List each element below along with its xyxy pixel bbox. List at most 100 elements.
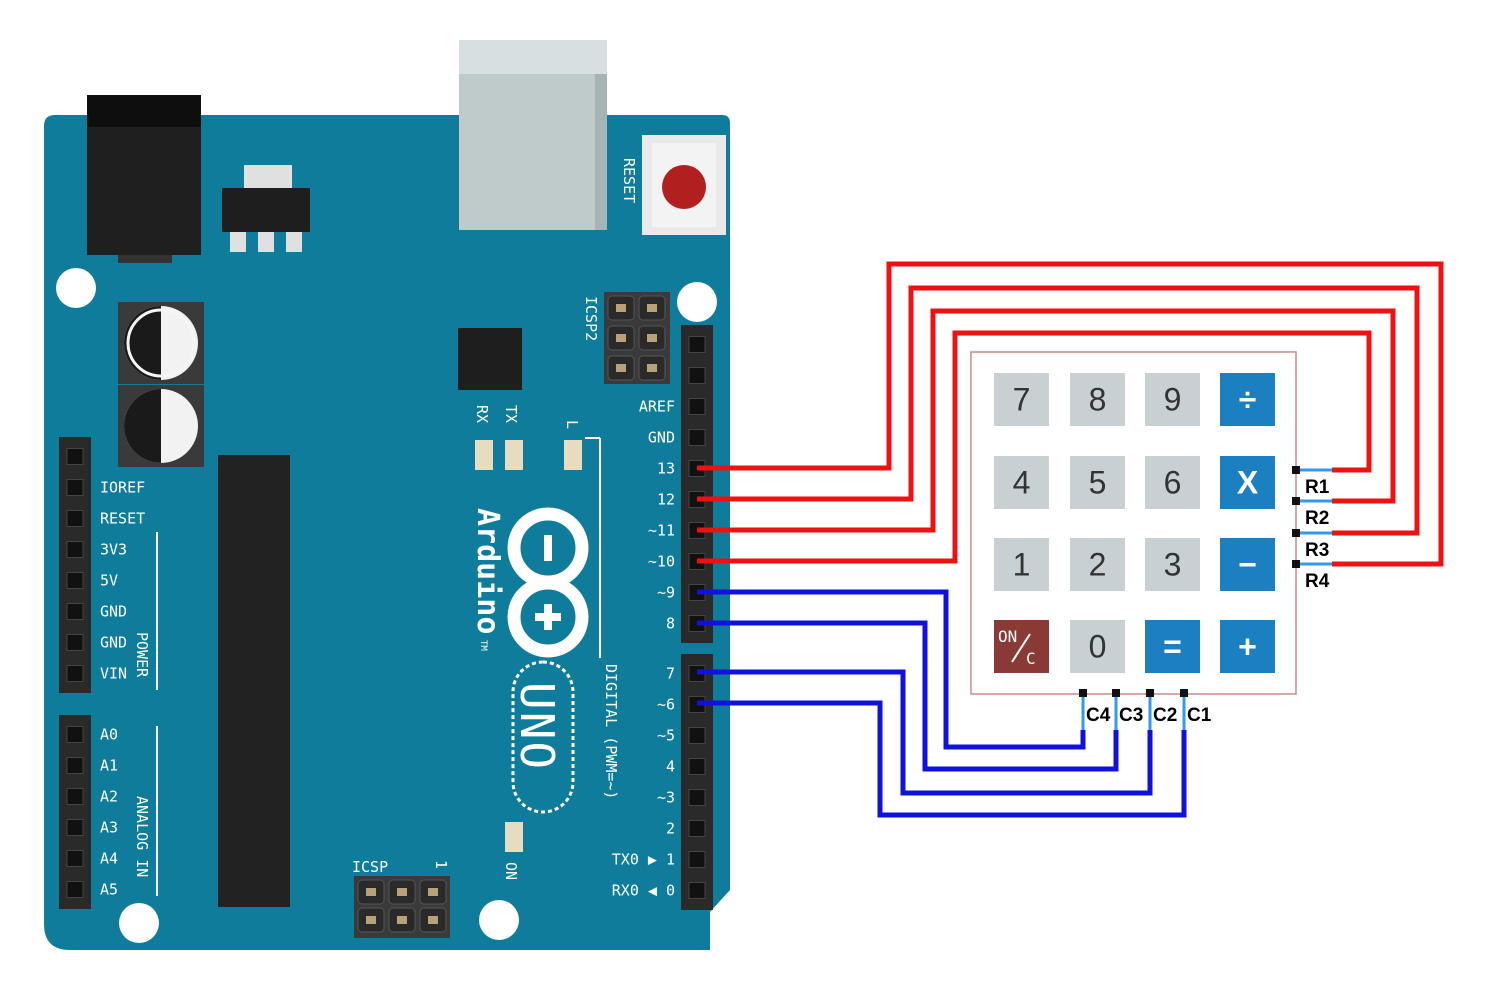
- pin-label: RX0 ◀ 0: [612, 882, 675, 900]
- usb-chip: [458, 328, 522, 390]
- pin-label: GND: [648, 429, 675, 447]
- col-pin-label: C1: [1187, 705, 1212, 726]
- l-led: [564, 440, 582, 470]
- pin-label: 12: [657, 491, 675, 509]
- header-pin: [688, 367, 706, 384]
- pin-label: 13: [657, 460, 675, 478]
- key-label: 1: [1013, 547, 1031, 583]
- pin-label: VIN: [100, 665, 127, 683]
- keypad-key[interactable]: 9: [1145, 373, 1200, 426]
- key-label: 4: [1013, 465, 1031, 501]
- header-pin: [66, 541, 84, 558]
- keypad-key[interactable]: X: [1220, 456, 1275, 509]
- mounting-hole: [56, 268, 96, 308]
- keypad-key[interactable]: 0: [1070, 620, 1125, 673]
- pin-label: ~9: [657, 584, 675, 602]
- pin-label: 4: [666, 758, 675, 776]
- keypad-key[interactable]: 5: [1070, 456, 1125, 509]
- mounting-hole: [479, 900, 519, 940]
- keypad-key[interactable]: 6: [1145, 456, 1200, 509]
- header-pin: [66, 819, 84, 836]
- reset-button[interactable]: [642, 135, 726, 235]
- key-label: 7: [1013, 382, 1031, 418]
- rx-led: [475, 440, 493, 470]
- keypad-key[interactable]: 7: [994, 373, 1049, 426]
- icsp-header: [354, 876, 450, 938]
- uno-badge: [511, 660, 575, 814]
- pin-label: IOREF: [100, 479, 145, 497]
- keypad-key[interactable]: 8: [1070, 373, 1125, 426]
- on-label: ON: [502, 862, 520, 880]
- pin-label: ~11: [648, 522, 675, 540]
- col-pin-label: C4: [1086, 705, 1111, 726]
- header-pin: [688, 789, 706, 806]
- header-pin: [66, 665, 84, 682]
- header-pin: [688, 851, 706, 868]
- keypad-key[interactable]: ÷: [1220, 373, 1275, 426]
- pin-label: ~10: [648, 553, 675, 571]
- tx-led: [505, 440, 523, 470]
- pin-label: ~6: [657, 696, 675, 714]
- icsp-pin1-label: 1: [432, 860, 450, 869]
- header-pin: [688, 758, 706, 775]
- pin-label: AREF: [639, 398, 675, 416]
- keypad-key[interactable]: 3: [1145, 538, 1200, 591]
- tx-label: TX: [502, 405, 520, 423]
- power-label: POWER: [133, 632, 151, 678]
- key-label: −: [1238, 547, 1257, 583]
- key-label: 3: [1164, 547, 1182, 583]
- keypad-key[interactable]: 4: [994, 456, 1049, 509]
- row-pin-label: R3: [1305, 540, 1329, 561]
- keypad-key[interactable]: +: [1220, 620, 1275, 673]
- key-label: 6: [1164, 465, 1182, 501]
- header-pin: [688, 727, 706, 744]
- row-wire: [697, 261, 1444, 567]
- row-pin-label: R4: [1305, 571, 1330, 592]
- header-pin: [66, 788, 84, 805]
- header-pin: [66, 757, 84, 774]
- mounting-hole: [677, 282, 717, 322]
- icsp-label: ICSP: [352, 858, 388, 876]
- row-pin-label: R2: [1305, 508, 1329, 529]
- pin-label: A1: [100, 757, 118, 775]
- l-label: L: [563, 420, 581, 429]
- pin-label: A5: [100, 881, 118, 899]
- arduino-board: RESET ICSP2 TX RX L Arduino TM UNO ON: [44, 40, 730, 950]
- pin-label: GND: [100, 634, 127, 652]
- header-pin: [66, 881, 84, 898]
- header-pin: [66, 634, 84, 651]
- capacitor: [118, 302, 204, 384]
- key-label: 2: [1089, 547, 1107, 583]
- pin-label: ~5: [657, 727, 675, 745]
- header-pin: [66, 603, 84, 620]
- keypad-key[interactable]: 1: [994, 538, 1049, 591]
- header-pin: [688, 429, 706, 446]
- header-pin: [688, 336, 706, 353]
- keypad-key[interactable]: =: [1145, 620, 1200, 673]
- row-wire: [697, 285, 1420, 536]
- pin-label: 7: [666, 665, 675, 683]
- key-label: ÷: [1239, 382, 1257, 418]
- pin-label: A2: [100, 788, 118, 806]
- reset-label: RESET: [620, 158, 638, 203]
- rx-label: RX: [473, 405, 491, 423]
- row-wire: [697, 330, 1372, 564]
- analog-label: ANALOG IN: [133, 796, 151, 877]
- column-wire: [697, 700, 1187, 818]
- key-label: 0: [1089, 629, 1107, 665]
- wires: [697, 261, 1444, 818]
- col-pin-label: C3: [1119, 705, 1143, 726]
- arduino-logo: [507, 507, 589, 658]
- keypad-key[interactable]: 2: [1070, 538, 1125, 591]
- keypad-key[interactable]: −: [1220, 538, 1275, 591]
- header-pin: [688, 820, 706, 837]
- keypad-key[interactable]: ONC: [994, 620, 1049, 673]
- on-led: [505, 822, 523, 852]
- pin-label: A3: [100, 819, 118, 837]
- header-pin: [66, 510, 84, 527]
